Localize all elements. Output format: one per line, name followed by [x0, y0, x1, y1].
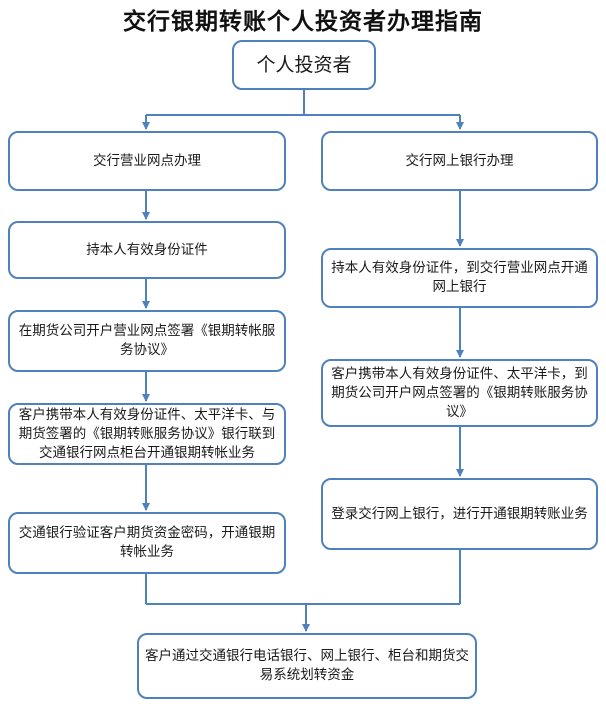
right-branch-node: 交行网上银行办理	[321, 131, 598, 191]
page-title: 交行银期转账个人投资者办理指南	[123, 9, 483, 35]
left-step-4-node: 交通银行验证客户期货资金密码，开通银期转帐业务	[8, 512, 286, 574]
left-branch-label: 交行营业网点办理	[93, 152, 201, 169]
left-step-2-label: 在期货公司开户营业网点签署《银期转帐服务协议》	[18, 323, 276, 358]
left-step-3-label: 客户携带本人有效身份证件、太平洋卡、与期货签署的《银期转账服务协议》银行联到交通…	[18, 406, 276, 461]
final-label: 客户通过交通银行电话银行、网上银行、柜台和期货交易系统划转资金	[145, 648, 469, 683]
final-node: 客户通过交通银行电话银行、网上银行、柜台和期货交易系统划转资金	[137, 633, 477, 699]
right-step-2-label: 客户携带本人有效身份证件、太平洋卡，到期货公司开户网点签署的《银期转账服务协议》	[331, 365, 588, 420]
left-step-4-label: 交通银行验证客户期货资金密码，开通银期转帐业务	[18, 525, 276, 560]
right-step-3-label: 登录交行网上银行，进行开通银期转账业务	[331, 505, 588, 522]
right-branch-label: 交行网上银行办理	[405, 152, 514, 169]
right-step-3-node: 登录交行网上银行，进行开通银期转账业务	[321, 478, 598, 550]
left-step-1-node: 持本人有效身份证件	[8, 221, 286, 279]
right-step-1-node: 持本人有效身份证件，到交行营业网点开通网上银行	[321, 248, 598, 308]
left-branch-node: 交行营业网点办理	[8, 131, 286, 191]
right-step-1-label: 持本人有效身份证件，到交行营业网点开通网上银行	[331, 260, 588, 295]
root-node: 个人投资者	[232, 40, 376, 90]
left-step-3-node: 客户携带本人有效身份证件、太平洋卡、与期货签署的《银期转账服务协议》银行联到交通…	[8, 403, 286, 465]
left-step-1-label: 持本人有效身份证件	[86, 241, 208, 258]
root-label: 个人投资者	[256, 53, 352, 76]
left-step-2-node: 在期货公司开户营业网点签署《银期转帐服务协议》	[8, 310, 286, 372]
right-step-2-node: 客户携带本人有效身份证件、太平洋卡，到期货公司开户网点签署的《银期转账服务协议》	[321, 359, 598, 427]
